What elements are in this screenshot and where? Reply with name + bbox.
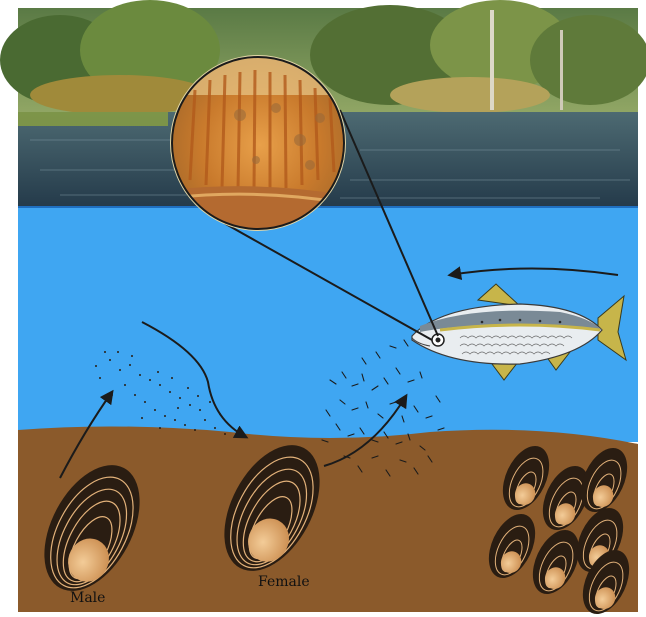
male-label: Male: [70, 590, 105, 606]
female-label: Female: [258, 574, 310, 590]
